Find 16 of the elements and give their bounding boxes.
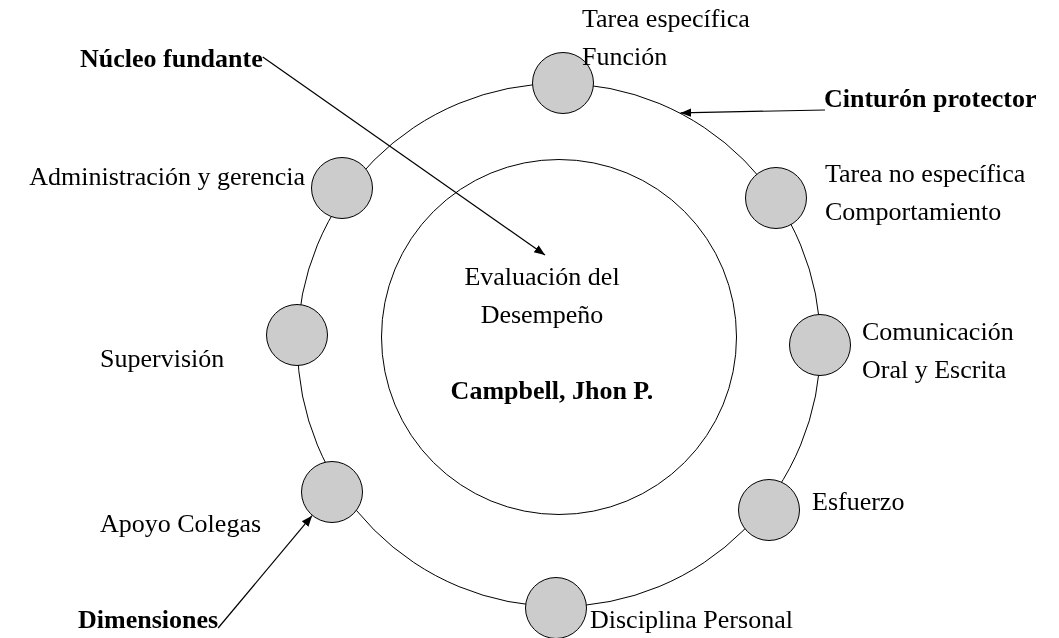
dimension-label: Comunicación Oral y Escrita	[862, 316, 1015, 386]
author-name: Campbell, Jhon P.	[449, 375, 655, 407]
dimension-label: Supervisión	[100, 343, 226, 375]
dimension-label: Tarea específica Función	[582, 3, 751, 73]
dimension-label: Esfuerzo	[812, 486, 906, 518]
arrow	[217, 515, 313, 629]
dimension-label: Administración y gerencia	[28, 161, 305, 193]
dimension-label: Tarea no específica Comportamiento	[825, 158, 1027, 228]
arrow	[262, 56, 546, 256]
dimension-label: Apoyo Colegas	[100, 508, 263, 540]
arrow	[679, 108, 826, 117]
dimension-label: Disciplina Personal	[590, 604, 794, 636]
circle-title: Evaluación del Desempeño	[463, 261, 621, 331]
heading-label: Cinturón protector	[824, 80, 1037, 118]
heading-label: Núcleo fundante	[80, 40, 263, 78]
heading-label: Dimensiones	[78, 601, 219, 638]
